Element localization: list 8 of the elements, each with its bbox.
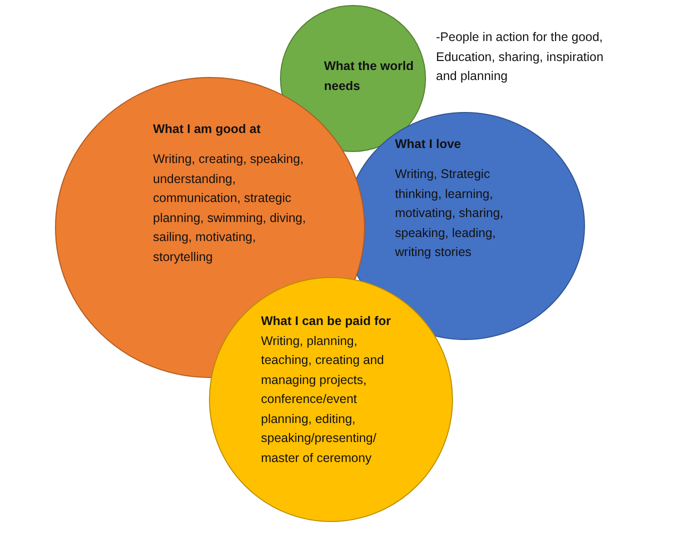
- circle-body-text: Writing, Strategic thinking, learning, motivating, sharing, speaking, leading, writing stories: [395, 166, 504, 261]
- circle-heading: What the world needs: [324, 58, 414, 94]
- circle-heading: What I love: [395, 136, 462, 153]
- circle-body-text: Writing, creating, speaking, understanding, communication, strategic planning, swimming, diving, sailing, motivating, storytelling: [153, 151, 307, 266]
- note-text: -People in action for the good, Education, sharing, inspiration and planning: [436, 29, 604, 85]
- circle-body-text: Writing, planning, teaching, creating and managing projects, conference/event planning, editing, speaking/presenting/ master of ceremony: [261, 334, 384, 464]
- circle-heading: What I can be paid for: [261, 314, 391, 328]
- circle-heading: What I am good at: [153, 121, 262, 138]
